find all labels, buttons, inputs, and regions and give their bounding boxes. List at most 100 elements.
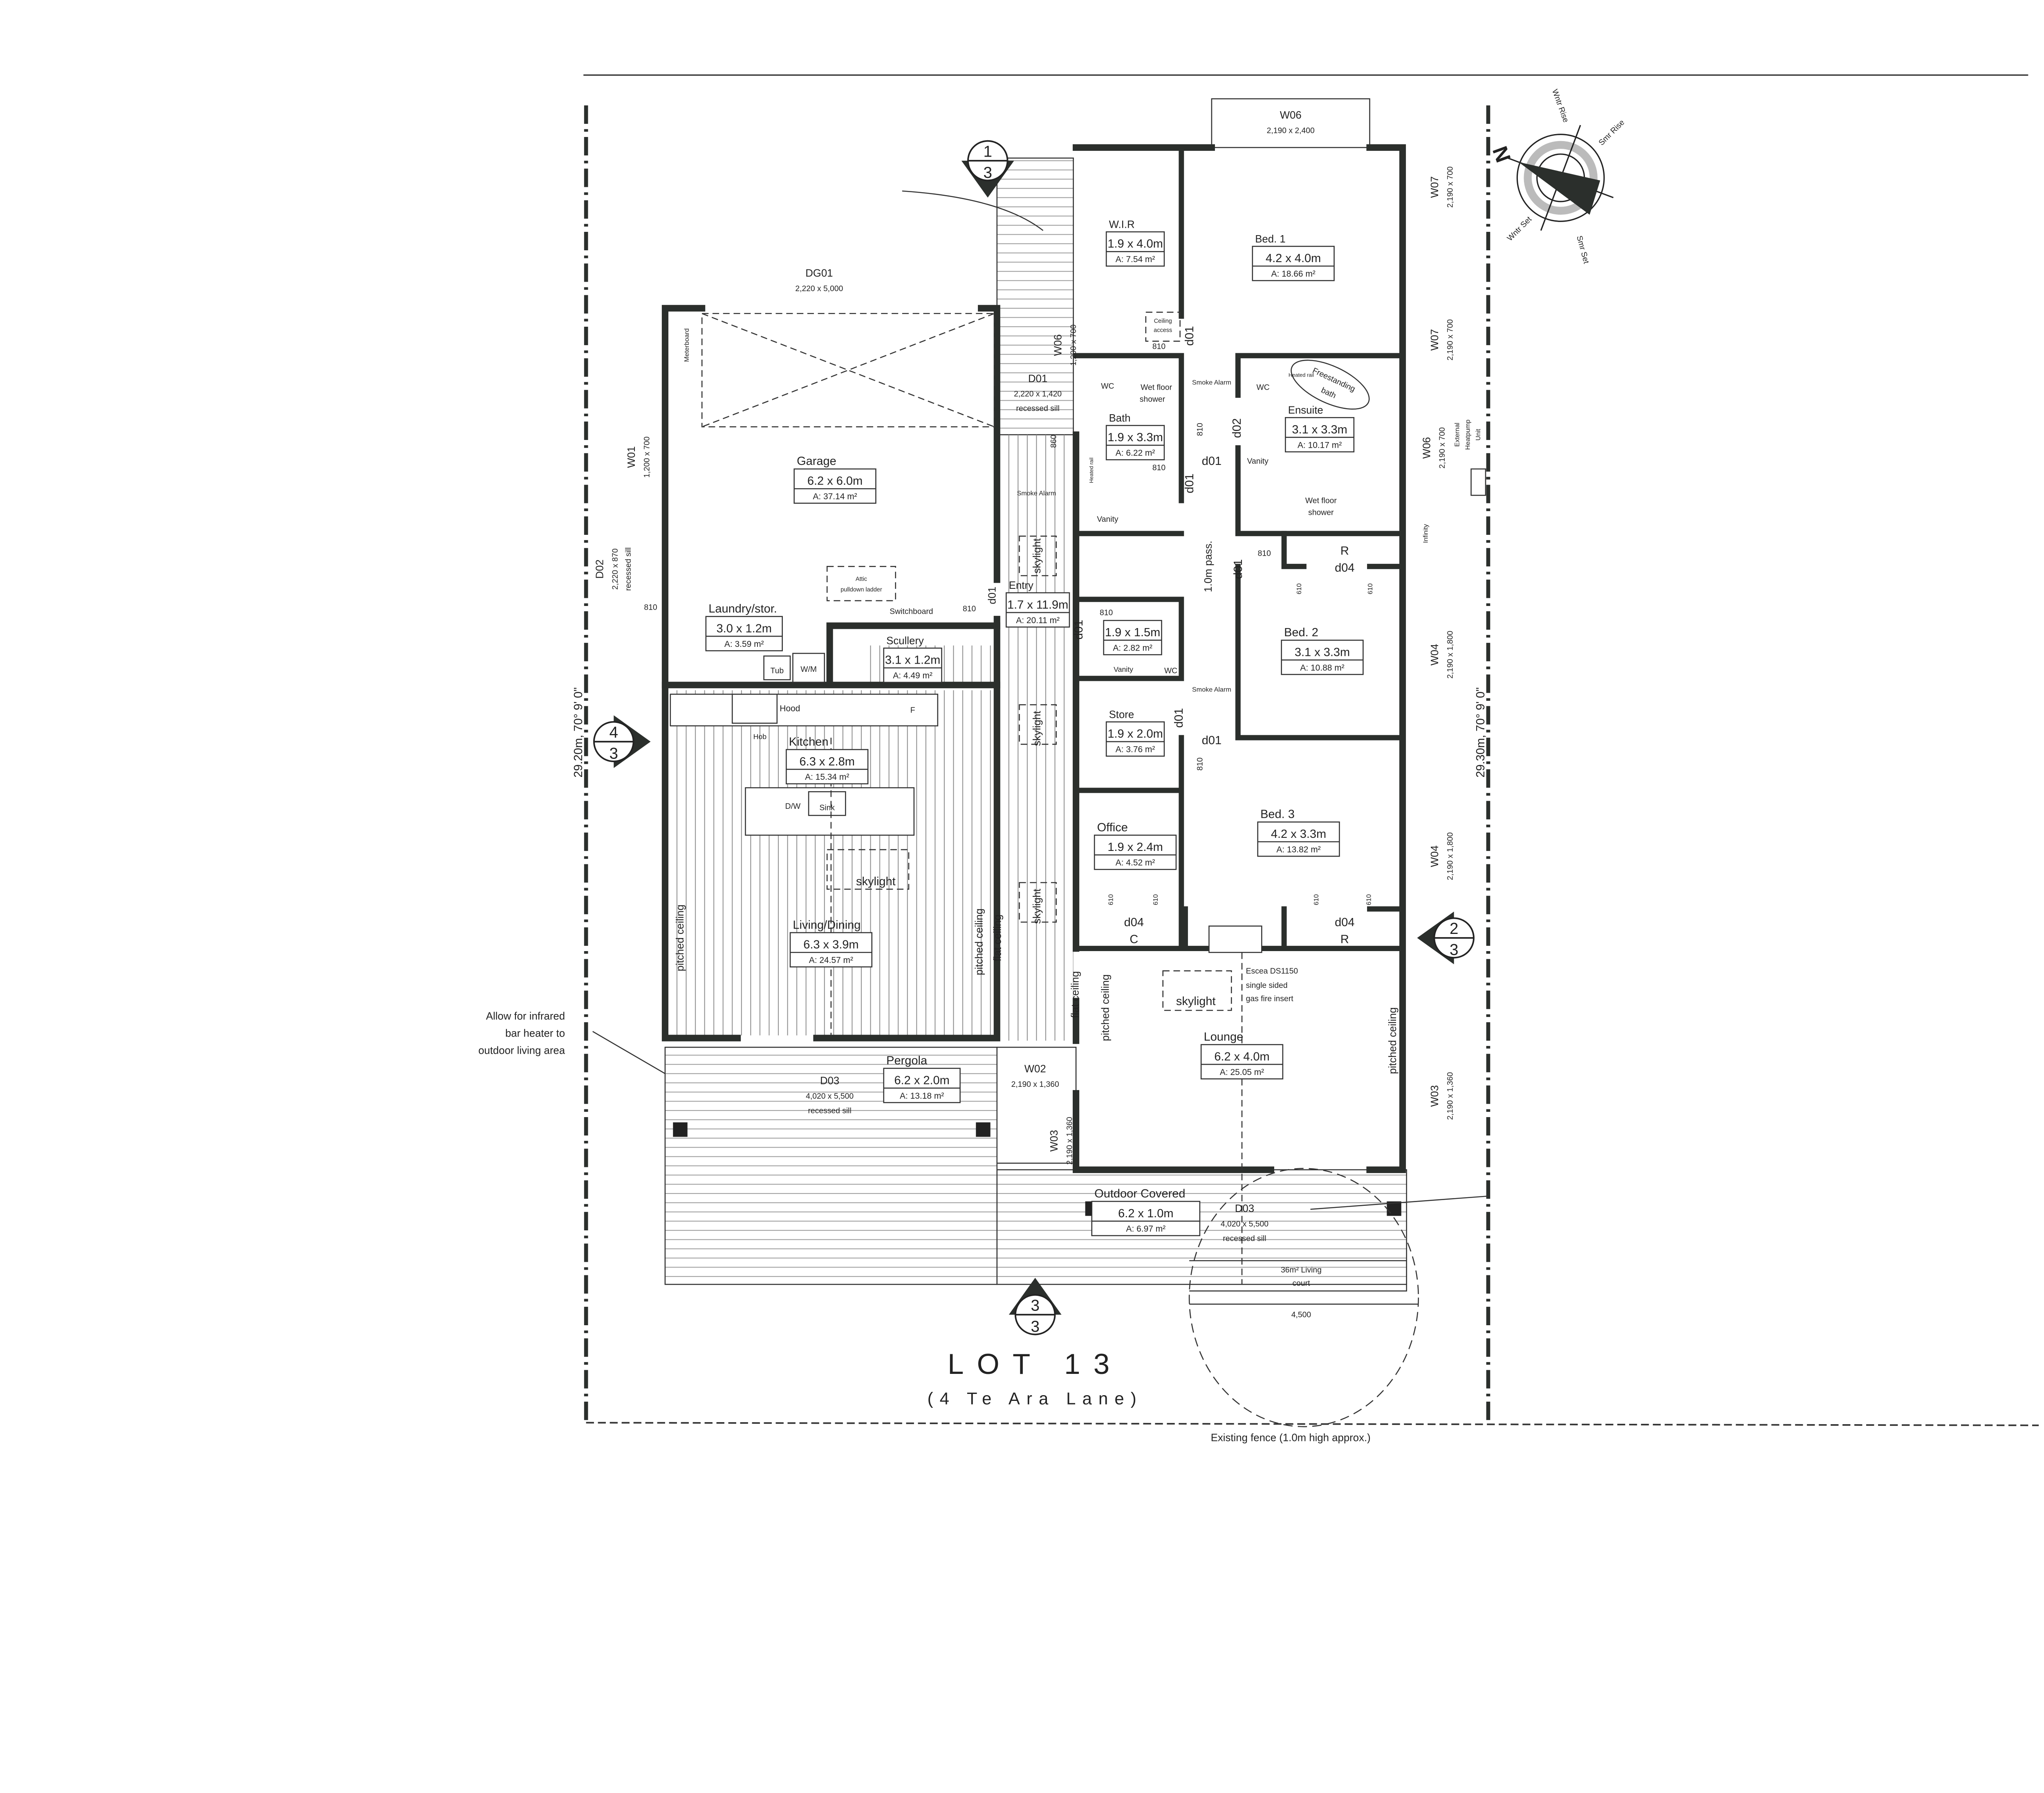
labels-pass: 1.0m pass. [1203, 541, 1214, 592]
labels-vanity-1: Vanity [1097, 515, 1118, 524]
labels-boundary-left: 29.20m, 70° 9' 0" [572, 687, 585, 778]
existing-fence-line [586, 1422, 2039, 1426]
section-marker[interactable] [593, 715, 651, 768]
opening-id: D01 [1028, 373, 1047, 384]
labels-w810-7: 810 [963, 605, 976, 613]
labels-smoke-3: Smoke Alarm [1192, 686, 1231, 693]
room-dimensions: 1.9 x 3.3m [1107, 431, 1163, 444]
sheet-number: 3 [983, 164, 992, 182]
labels-d02: d02 [1230, 418, 1244, 438]
labels-w810-8: 810 [644, 604, 657, 612]
opening-id: W04 [1429, 846, 1441, 867]
room-label-box [1094, 835, 1177, 870]
labels-d04-3: d04 [1335, 916, 1354, 929]
labels-court2: court [1293, 1279, 1311, 1288]
labels-vanity-2: Vanity [1247, 457, 1269, 466]
room-dimensions: 6.2 x 6.0m [807, 475, 863, 488]
opening-size: 4,020 x 5,500 [806, 1092, 854, 1101]
labels-d01-4: d01 [1232, 559, 1245, 579]
room-name: Lounge [1204, 1030, 1244, 1043]
room-area: A: 4.52 m² [1116, 858, 1155, 868]
opening-size: 2,190 x 1,360 [1065, 1117, 1074, 1165]
opening-note: recessed sill [1223, 1234, 1266, 1243]
room-area: A: 10.17 m² [1298, 440, 1342, 450]
labels-sink: Sink [819, 803, 835, 812]
opening-size: 2,190 x 1,800 [1446, 631, 1455, 679]
labels-heater3: outdoor living area [478, 1045, 565, 1056]
opening-size: 2,190 x 700 [1446, 319, 1455, 361]
opening-note: recessed sill [624, 548, 633, 591]
labels-w610-1: 610 [1295, 583, 1303, 595]
floor-plan: Garage 6.2 x 6.0m A: 37.14 m² Laundry/stor.… [478, 74, 2039, 1443]
section-marker[interactable] [961, 140, 1014, 198]
labels-court1: 36m² Living [1281, 1266, 1322, 1275]
labels-escea1: Escea DS1150 [1246, 967, 1298, 976]
room-dimensions: 1.9 x 1.5m [1105, 626, 1160, 639]
room-area: A: 24.57 m² [809, 956, 853, 965]
living-court-circle [1188, 1168, 1419, 1427]
room-name: Office [1097, 821, 1128, 834]
room-label-box [1006, 592, 1070, 628]
labels-robe-r2: R [1340, 933, 1349, 946]
room-dimensions: 4.2 x 3.3m [1271, 828, 1326, 841]
labels-smoke-1: Smoke Alarm [1192, 379, 1231, 386]
labels-heater1: Allow for infrared [486, 1011, 565, 1022]
compass-summer-set: Smr Set [1575, 235, 1591, 265]
room-label-box [1252, 246, 1335, 281]
room-area: A: 2.82 m² [1113, 643, 1152, 653]
room-area: A: 10.88 m² [1300, 663, 1344, 673]
labels-w810-3: 810 [1152, 464, 1165, 472]
labels-ceiling-access1: Ceiling [1154, 318, 1172, 324]
kitchen-island [745, 787, 915, 836]
room-label-box [1105, 425, 1165, 460]
room-area: A: 13.18 m² [900, 1091, 944, 1101]
room-area: A: 18.66 m² [1271, 269, 1316, 279]
labels-fence: Existing fence (1.0m high approx.) [1211, 1432, 1371, 1443]
opening-id: W06 [1280, 110, 1302, 121]
room-label-box [1091, 1201, 1201, 1236]
skylight-outline [826, 849, 910, 890]
labels-fridge: F [910, 706, 915, 715]
room-name: Store [1109, 709, 1134, 720]
section-number: 4 [610, 724, 618, 741]
compass-summer-rise: Smr Rise [1597, 118, 1626, 147]
opening-id: W06 [1421, 437, 1433, 459]
room-area: A: 25.05 m² [1220, 1068, 1264, 1077]
section-marker[interactable] [1417, 911, 1475, 965]
opening-size: 1,200 x 700 [1069, 325, 1078, 366]
opening-size: 4,020 x 5,500 [1221, 1220, 1269, 1228]
room-dimensions: 3.1 x 1.2m [885, 654, 940, 667]
room-label-box [883, 647, 942, 683]
laundry-tub-icon [763, 655, 791, 680]
w06-top-frame [1211, 98, 1370, 148]
opening-id: D03 [1235, 1203, 1254, 1214]
labels-infinity: Infinity [1422, 524, 1429, 543]
room-area: A: 37.14 m² [813, 492, 857, 501]
lot-address: (4 Te Ara Lane) [928, 1389, 1143, 1408]
labels-bath2: bath [1320, 386, 1337, 400]
section-marker[interactable] [1009, 1277, 1062, 1335]
room-name: Laundry/stor. [708, 602, 777, 615]
labels-pitched-2: pitched ceiling [973, 909, 985, 975]
room-area: A: 15.34 m² [805, 772, 849, 782]
room-name: Bath [1109, 413, 1131, 424]
labels-wetfloor-2b: shower [1308, 509, 1334, 517]
room-label-box [786, 749, 869, 785]
room-label-box [1281, 640, 1364, 675]
labels-wc-2: WC [1256, 384, 1269, 392]
labels-w610-5: 610 [1313, 894, 1320, 905]
labels-attic2: pulldown ladder [840, 587, 882, 593]
opening-size: 2,190 x 1,360 [1011, 1080, 1059, 1089]
room-name: Ensuite [1288, 405, 1323, 416]
opening-size: 2,220 x 870 [611, 548, 620, 590]
opening-id: W04 [1429, 644, 1441, 666]
opening-id: W03 [1429, 1085, 1441, 1107]
room-dimensions: 3.0 x 1.2m [717, 622, 772, 635]
room-name: Garage [797, 455, 836, 468]
labels-vanity-3: Vanity [1114, 665, 1133, 673]
labels-flat-1: flat ceiling [992, 915, 1003, 962]
section-number: 1 [983, 143, 992, 160]
room-name: Entry [1009, 580, 1033, 591]
labels-court-dim: 4,500 [1291, 1311, 1311, 1320]
labels-d04-1: d04 [1335, 561, 1354, 574]
